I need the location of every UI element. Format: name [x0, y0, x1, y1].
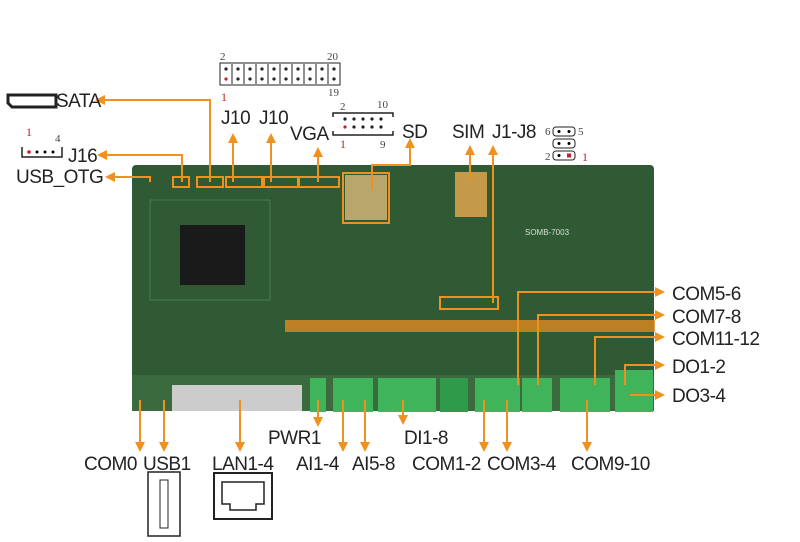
pin [352, 117, 356, 121]
label-com11-12: COM11-12 [672, 329, 760, 350]
pin [308, 67, 312, 71]
label-pwr1: PWR1 [268, 428, 321, 449]
label-com5-6: COM5-6 [672, 284, 741, 305]
pin [224, 77, 228, 81]
svg-text:9: 9 [380, 139, 386, 151]
pin [343, 117, 347, 121]
pin [260, 77, 264, 81]
label-com9-10: COM9-10 [571, 454, 650, 475]
sd-slot [345, 175, 387, 220]
rj45-port-icon [213, 472, 273, 520]
svg-text:2: 2 [220, 51, 226, 63]
pin [284, 77, 288, 81]
svg-text:1: 1 [221, 90, 227, 104]
svg-text:5: 5 [578, 126, 584, 138]
leader-lines [95, 95, 665, 452]
pin [320, 77, 324, 81]
label-com7-8: COM7-8 [672, 307, 741, 328]
pin [352, 125, 356, 129]
vga-pinout-icon: 2 10 1 9 [332, 99, 394, 151]
board-marking: SOMB-7003 [525, 228, 570, 237]
label-usb1: USB1 [143, 454, 191, 475]
usb-port-icon [147, 471, 181, 537]
pin [332, 67, 336, 71]
label-do3-4: DO3-4 [672, 386, 726, 407]
j16-connector-icon: 1 4 [21, 125, 63, 158]
svg-text:19: 19 [328, 87, 340, 99]
cpu-chip [180, 225, 245, 285]
label-sd: SD [402, 122, 427, 143]
pin [260, 67, 264, 71]
pin [379, 117, 383, 121]
svg-text:1: 1 [26, 125, 32, 139]
label-j10-b: J10 [259, 108, 288, 129]
pin [296, 67, 300, 71]
label-vga: VGA [290, 124, 329, 145]
svg-text:6: 6 [545, 126, 551, 138]
label-ai5-8: AI5-8 [352, 454, 395, 475]
pin [272, 67, 276, 71]
pin [224, 67, 228, 71]
label-j1-j8: J1-J8 [492, 122, 536, 143]
label-sata: SATA [56, 91, 102, 112]
label-com0: COM0 [84, 454, 137, 475]
label-j16: J16 [68, 146, 97, 167]
pin [332, 77, 336, 81]
label-ai1-4: AI1-4 [296, 454, 340, 475]
terminal-blocks [310, 370, 653, 412]
label-di1-8: DI1-8 [404, 428, 448, 449]
jumper-pinout-icon: 6 5 2 1 [545, 126, 588, 164]
pin [248, 67, 252, 71]
pin [320, 67, 324, 71]
pin [361, 117, 365, 121]
pin [272, 77, 276, 81]
j10-pinout-icon: 2 20 1 19 [219, 51, 341, 104]
pin [370, 125, 374, 129]
pin [236, 67, 240, 71]
label-com3-4: COM3-4 [487, 454, 557, 475]
svg-text:1: 1 [340, 137, 346, 151]
lan-ports [172, 385, 302, 411]
pin [379, 125, 383, 129]
pin [308, 77, 312, 81]
svg-text:10: 10 [377, 99, 389, 111]
pin [236, 77, 240, 81]
label-do1-2: DO1-2 [672, 357, 725, 378]
svg-text:2: 2 [340, 101, 346, 113]
svg-text:2: 2 [545, 151, 551, 163]
pin [248, 77, 252, 81]
label-usb-otg: USB_OTG [16, 167, 103, 188]
pin [370, 117, 374, 121]
svg-text:20: 20 [327, 51, 339, 63]
pin [361, 125, 365, 129]
svg-text:1: 1 [582, 150, 588, 164]
label-j10-a: J10 [221, 108, 250, 129]
pin [284, 67, 288, 71]
label-com1-2: COM1-2 [412, 454, 481, 475]
pcb-board: SOMB-7003 [132, 165, 655, 412]
label-lan1-4: LAN1-4 [212, 454, 274, 475]
sata-icon [6, 93, 58, 109]
svg-text:4: 4 [55, 133, 61, 145]
pin [296, 77, 300, 81]
pin [343, 125, 347, 129]
label-sim: SIM [452, 122, 484, 143]
